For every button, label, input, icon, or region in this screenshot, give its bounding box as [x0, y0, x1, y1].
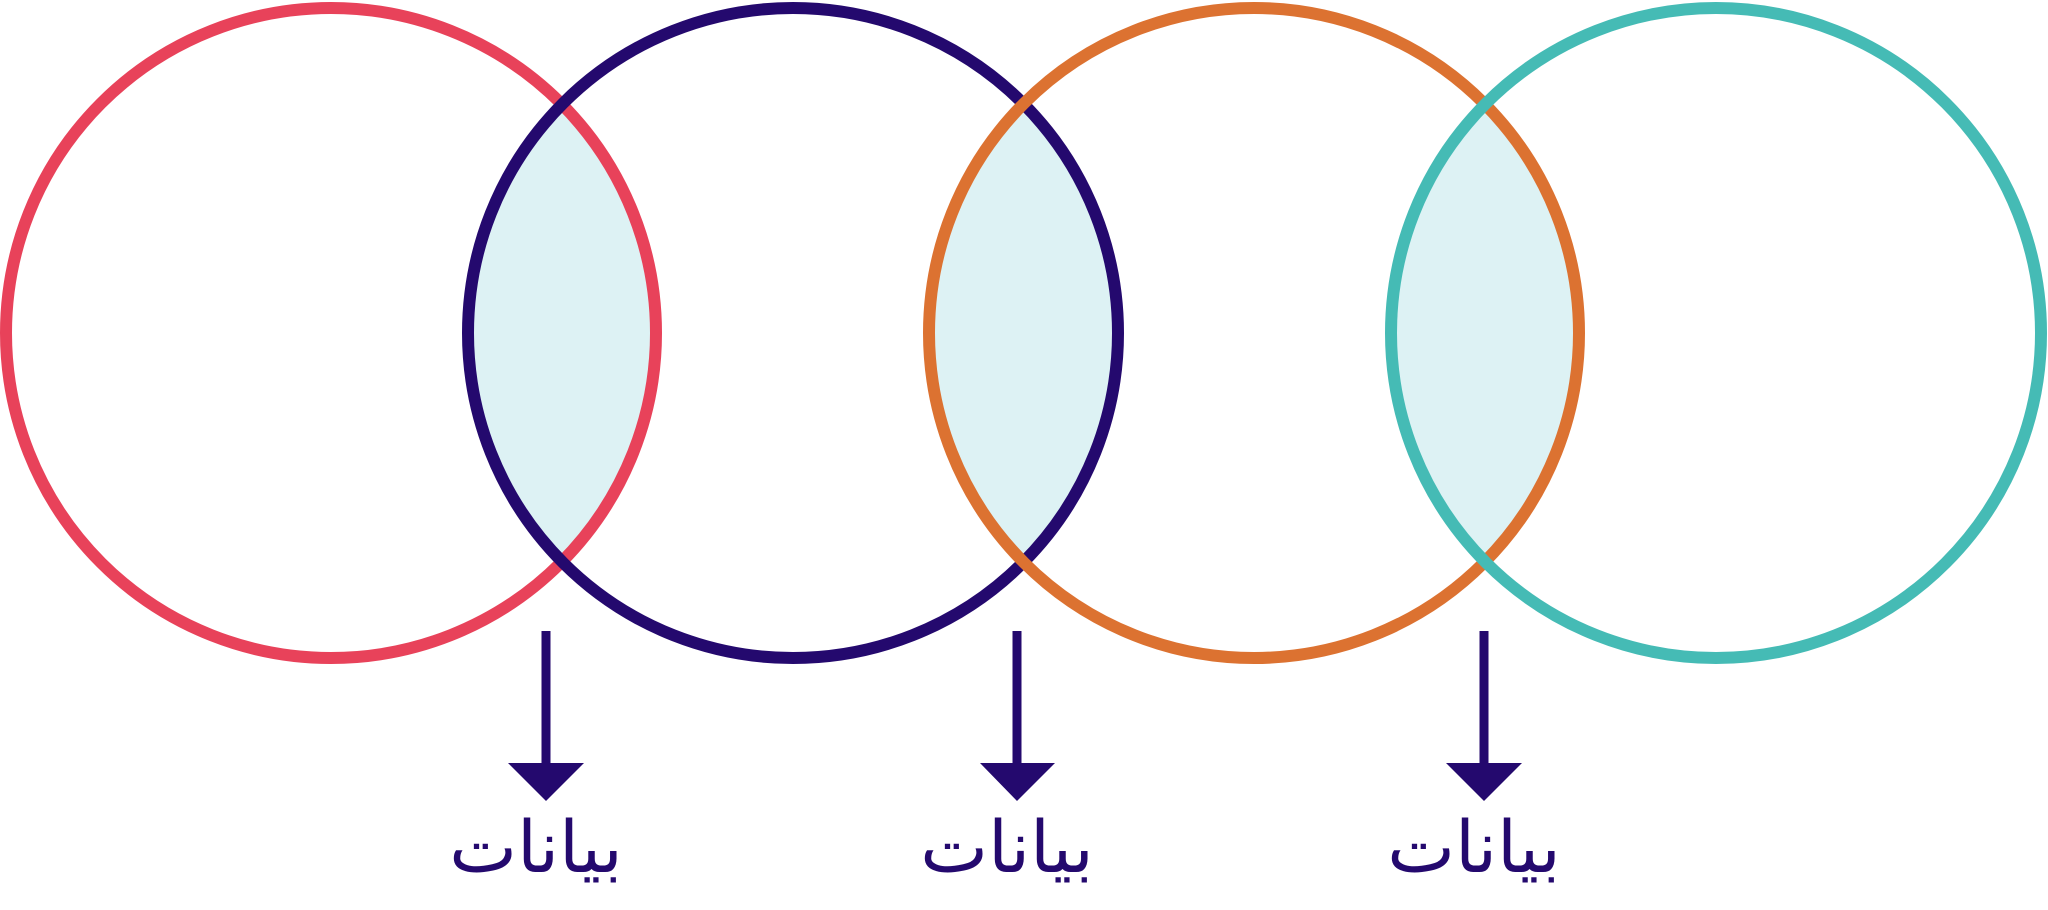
- circles: [0, 2, 2047, 664]
- arrows: [508, 631, 1522, 801]
- label-2: بيانات: [920, 805, 1093, 889]
- labels: بيانات بيانات بيانات: [449, 805, 1560, 889]
- arrow-1: [508, 631, 584, 801]
- label-1: بيانات: [449, 805, 622, 889]
- circle-teal: [1385, 2, 2047, 664]
- circle-indigo: [462, 2, 1124, 664]
- label-3: بيانات: [1387, 805, 1560, 889]
- arrow-2: [980, 631, 1055, 801]
- arrow-head: [980, 763, 1055, 801]
- arrow-head: [508, 763, 584, 801]
- arrow-head: [1446, 763, 1522, 801]
- circle-orange: [923, 2, 1585, 664]
- circle-red: [0, 2, 662, 664]
- arrow-3: [1446, 631, 1522, 801]
